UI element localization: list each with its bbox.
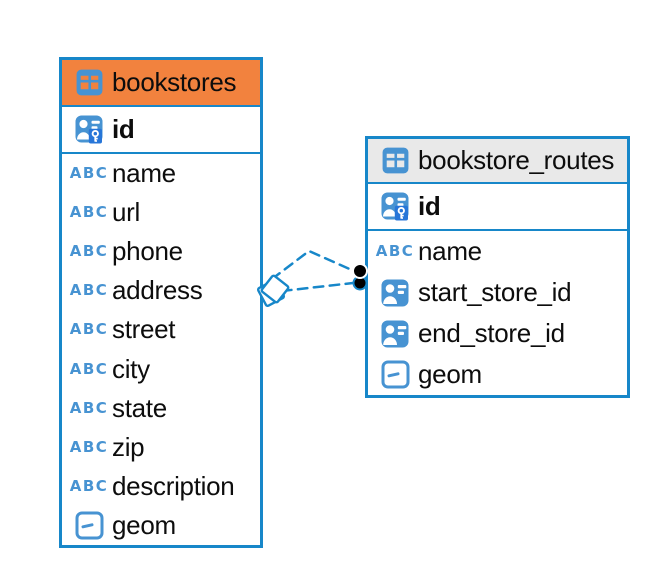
text-icon: ABC (68, 244, 110, 259)
section-divider (368, 182, 627, 184)
table-icon (374, 145, 416, 176)
abc-label: ABC (69, 437, 109, 456)
abc-label: ABC (69, 281, 109, 300)
text-icon: ABC (68, 205, 110, 220)
abc-label: ABC (69, 203, 109, 222)
geometry-icon (68, 511, 110, 540)
geometry-icon (374, 360, 416, 389)
column-label: zip (112, 431, 145, 462)
section-divider (62, 105, 260, 107)
abc-label: ABC (69, 320, 109, 339)
abc-label: ABC (69, 242, 109, 261)
table-icon (68, 67, 110, 98)
abc-label: ABC (69, 476, 109, 495)
source-diamond-front (260, 274, 290, 304)
table-header-bookstore_routes[interactable]: bookstore_routes (368, 139, 627, 182)
column-label: address (112, 275, 203, 306)
text-icon: ABC (68, 437, 110, 456)
column-row-bookstores-geom[interactable]: geom (62, 505, 260, 545)
abc-label: ABC (375, 242, 415, 260)
column-row-bookstores-id[interactable]: id (62, 107, 260, 152)
text-icon: ABC (68, 398, 110, 417)
column-label: phone (112, 236, 183, 267)
column-label: description (112, 470, 235, 501)
foreign-key-icon (374, 278, 416, 308)
text-icon: ABC (68, 166, 110, 181)
column-row-bookstore_routes-start_store_id[interactable]: start_store_id (368, 272, 627, 313)
section-divider (368, 229, 627, 231)
column-label: geom (418, 359, 482, 389)
relationship-line-2[interactable] (280, 281, 355, 293)
column-label: name (418, 236, 482, 266)
abc-label: ABC (69, 359, 109, 378)
table-name: bookstore_routes (418, 145, 615, 175)
column-row-bookstore_routes-id[interactable]: id (368, 184, 627, 229)
column-label: city (112, 353, 150, 384)
column-label: id (112, 114, 135, 144)
column-label: start_store_id (418, 277, 572, 307)
foreign-key-icon (374, 319, 416, 349)
abc-label: ABC (69, 164, 109, 183)
text-icon: ABC (68, 359, 110, 378)
column-label: street (112, 314, 176, 345)
column-row-bookstore_routes-end_store_id[interactable]: end_store_id (368, 313, 627, 354)
section-divider (62, 152, 260, 154)
column-label: url (112, 197, 140, 228)
relationship-line-1[interactable] (270, 249, 356, 281)
primary-key-icon (374, 191, 416, 222)
abc-label: ABC (69, 398, 109, 417)
column-row-bookstore_routes-geom[interactable]: geom (368, 354, 627, 395)
text-icon: ABC (68, 322, 110, 337)
column-label: end_store_id (418, 318, 565, 348)
table-name: bookstores (112, 67, 237, 97)
table-header-bookstores[interactable]: bookstores (62, 60, 260, 105)
text-icon: ABC (68, 283, 110, 298)
text-icon: ABC (68, 476, 110, 495)
column-label: name (112, 158, 176, 189)
column-label: id (418, 191, 441, 221)
text-icon: ABC (374, 244, 416, 259)
primary-key-icon (68, 114, 110, 145)
column-label: state (112, 392, 167, 423)
column-label: geom (112, 509, 176, 540)
